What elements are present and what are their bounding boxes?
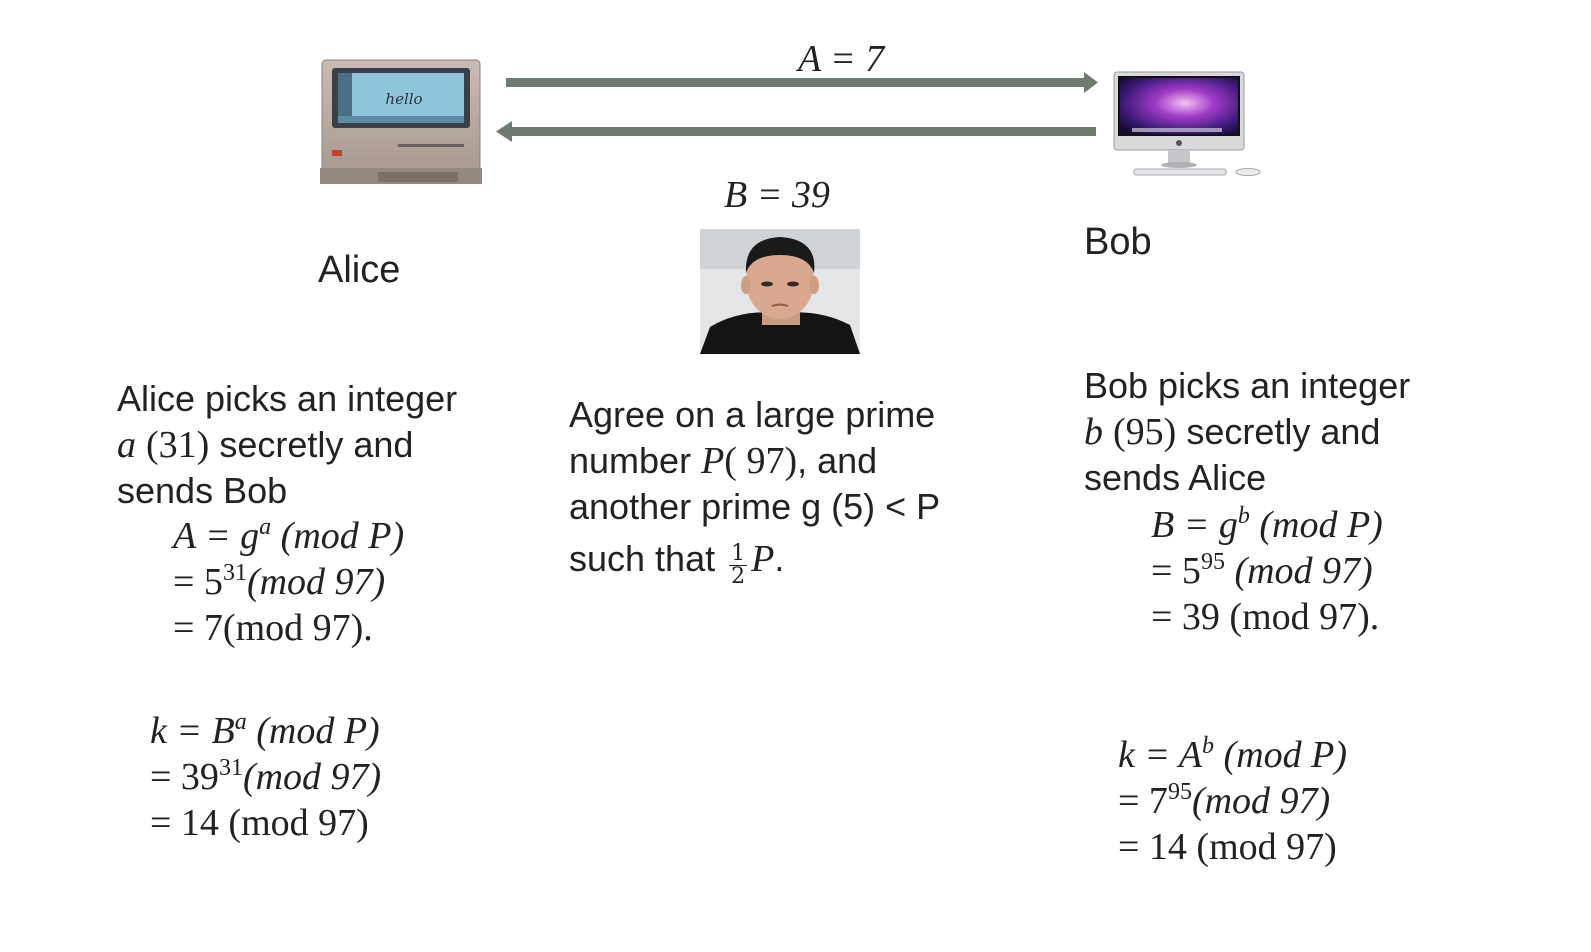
bob-equation-block: B = gb (mod P) = 595 (mod 97) = 39 (mod … bbox=[1151, 502, 1383, 640]
bob-eq1: B = gb (mod P) bbox=[1151, 502, 1383, 548]
alice-desc-line1: Alice picks an integer bbox=[117, 378, 458, 419]
alice-description: Alice picks an integer a (31) secretly a… bbox=[117, 376, 517, 514]
arrow-top-label: A = 7 bbox=[798, 36, 884, 82]
alice-eq1: A = ga (mod P) bbox=[173, 513, 404, 559]
bob-eq2-sup: 95 bbox=[1200, 549, 1225, 575]
bob-k3-text: = 14 (mod 97) bbox=[1118, 826, 1337, 868]
agreement-line1: Agree on a large prime bbox=[569, 394, 936, 435]
alice-key-block: k = Ba (mod P) = 3931(mod 97) = 14 (mod … bbox=[150, 708, 381, 846]
alice-eq2: = 531(mod 97) bbox=[173, 559, 404, 605]
alice-k1: k = Ba (mod P) bbox=[150, 708, 381, 754]
alice-eq2-sup: 31 bbox=[222, 560, 247, 586]
bob-key-block: k = Ab (mod P) = 795(mod 97) = 14 (mod 9… bbox=[1118, 732, 1347, 870]
bob-desc-var: b bbox=[1084, 411, 1103, 453]
alice-eq3-text: = 7(mod 97). bbox=[173, 607, 373, 649]
arrow-alice-to-bob bbox=[506, 72, 1098, 93]
bob-desc-line1: Bob picks an integer bbox=[1084, 365, 1411, 406]
alice-eq1-sup: a bbox=[259, 514, 272, 540]
agreement-line2-var: P bbox=[701, 440, 725, 482]
alice-eq1-rhs: (mod P) bbox=[271, 515, 405, 557]
alice-desc-line2: a (31) secretly and bbox=[117, 422, 517, 468]
agreement-line2-val: ( 97) bbox=[724, 440, 798, 482]
bob-k3: = 14 (mod 97) bbox=[1118, 824, 1347, 870]
bob-k2-sup: 95 bbox=[1167, 779, 1192, 805]
agreement-line2: number P( 97), and bbox=[569, 438, 989, 484]
bob-k1-rhs: (mod P) bbox=[1214, 734, 1348, 776]
alice-name-label: Alice bbox=[318, 249, 401, 291]
bob-eq3-text: = 39 (mod 97). bbox=[1151, 596, 1380, 638]
bob-desc-line3: sends Alice bbox=[1084, 457, 1267, 498]
alice-eq1-lhs: A = g bbox=[173, 515, 260, 557]
alice-eq2-rhs: (mod 97) bbox=[246, 561, 386, 603]
alice-desc-var: a bbox=[117, 424, 136, 466]
alice-eq3: = 7(mod 97). bbox=[173, 605, 404, 651]
agreement-line2-post: , and bbox=[797, 440, 878, 481]
fraction-numerator: 1 bbox=[729, 541, 748, 566]
bob-computer-image bbox=[1112, 70, 1264, 180]
bob-k2: = 795(mod 97) bbox=[1118, 778, 1347, 824]
bob-name-label: Bob bbox=[1084, 221, 1152, 263]
bob-eq1-rhs: (mod P) bbox=[1249, 504, 1383, 546]
bob-k1: k = Ab (mod P) bbox=[1118, 732, 1347, 778]
bob-description: Bob picks an integer b (95) secretly and… bbox=[1084, 363, 1504, 501]
alice-desc-val: (31) bbox=[146, 424, 210, 466]
bob-eq1-sup: b bbox=[1237, 503, 1250, 529]
alice-desc-rest: secretly and bbox=[209, 424, 414, 465]
arrows-diagram bbox=[490, 68, 1110, 148]
arrow-bottom-label-text: B = 39 bbox=[724, 174, 830, 216]
bob-desc-val: (95) bbox=[1113, 411, 1177, 453]
bob-eq2-rhs: (mod 97) bbox=[1224, 550, 1373, 592]
bob-k1-lhs: k = A bbox=[1118, 734, 1203, 776]
arrow-bottom-label: B = 39 bbox=[724, 172, 830, 218]
alice-computer-image: hello bbox=[318, 58, 484, 188]
bob-k2-rhs: (mod 97) bbox=[1191, 780, 1331, 822]
bob-eq3: = 39 (mod 97). bbox=[1151, 594, 1383, 640]
bob-eq2-lhs: = 5 bbox=[1151, 550, 1201, 592]
alice-eq2-lhs: = 5 bbox=[173, 561, 223, 603]
alice-screen-text: hello bbox=[385, 90, 422, 108]
fraction-denominator: 2 bbox=[731, 564, 746, 589]
bob-desc-rest: secretly and bbox=[1176, 411, 1381, 452]
bob-k2-lhs: = 7 bbox=[1118, 780, 1168, 822]
arrow-top-label-text: A = 7 bbox=[798, 38, 885, 80]
agreement-line4-pre: such that bbox=[569, 538, 726, 579]
bob-eq2: = 595 (mod 97) bbox=[1151, 548, 1383, 594]
arrow-bob-to-alice bbox=[496, 121, 1096, 142]
bob-k1-sup: b bbox=[1202, 733, 1215, 759]
alice-k2-lhs: = 39 bbox=[150, 756, 219, 798]
eavesdropper-photo bbox=[700, 229, 860, 354]
agreement-line2-pre: number bbox=[569, 440, 702, 481]
alice-equation-block: A = ga (mod P) = 531(mod 97) = 7(mod 97)… bbox=[173, 513, 404, 651]
alice-k2-sup: 31 bbox=[218, 755, 243, 781]
alice-k3: = 14 (mod 97) bbox=[150, 800, 381, 846]
alice-k1-lhs: k = B bbox=[150, 710, 235, 752]
agreement-description: Agree on a large prime number P( 97), an… bbox=[569, 392, 989, 588]
alice-k2-rhs: (mod 97) bbox=[242, 756, 382, 798]
agreement-line3: another prime g (5) < P bbox=[569, 486, 941, 527]
bob-eq1-lhs: B = g bbox=[1151, 504, 1238, 546]
alice-k1-rhs: (mod P) bbox=[246, 710, 380, 752]
alice-desc-line3: sends Bob bbox=[117, 470, 288, 511]
agreement-line4-post: . bbox=[774, 538, 785, 579]
agreement-line4-var: P bbox=[751, 538, 775, 580]
alice-k3-text: = 14 (mod 97) bbox=[150, 802, 369, 844]
alice-k1-sup: a bbox=[234, 709, 247, 735]
alice-k2: = 3931(mod 97) bbox=[150, 754, 381, 800]
bob-desc-line2: b (95) secretly and bbox=[1084, 409, 1504, 455]
